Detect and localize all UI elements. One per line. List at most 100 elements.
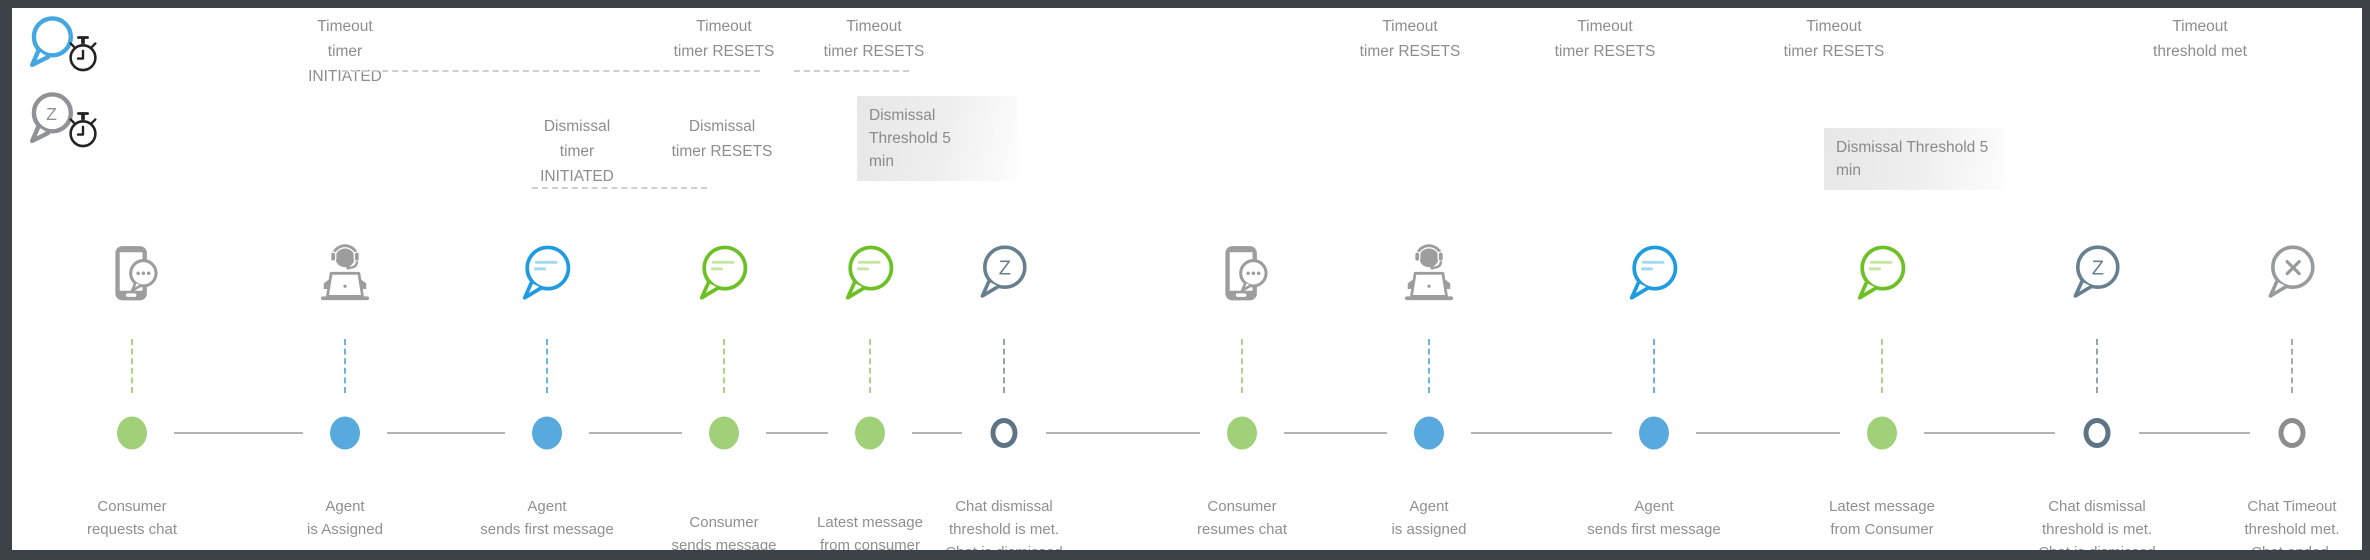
timeout-annotation-line: Timeout: [2172, 18, 2228, 35]
phone-chat-icon: [97, 240, 167, 315]
timeline-connector-line: [1696, 432, 1840, 434]
timeout-annotation: Timeout timer RESETS: [609, 14, 839, 64]
timeout-annotation-line: Timeout: [696, 18, 752, 35]
timeout-annotation-line: timer RESETS: [1359, 43, 1461, 60]
event-label-line: from Consumer: [1830, 521, 1934, 538]
event-label-line: requests chat: [86, 521, 178, 538]
timeout-annotation-line: INITIATED: [308, 68, 382, 85]
event-label-line: Chat Timeout: [2247, 498, 2337, 515]
timeline-connector-line: [1284, 432, 1387, 434]
event-label-line: Chat ended.: [2244, 541, 2339, 550]
agent-message-bubble-icon: [514, 240, 580, 311]
event-label: Latest message from Consumer: [1829, 495, 1935, 541]
event-label-line: Agent: [1634, 498, 1674, 515]
event-label-line: from consumer: [819, 537, 921, 550]
dismissal-z-bubble-icon: Z: [972, 240, 1036, 309]
consumer-message-bubble-icon: [1849, 240, 1915, 311]
timeline-dot-green: [855, 416, 885, 450]
timeline-connector-line: [1924, 432, 2055, 434]
event-drop-dashed-line: [1881, 339, 1883, 393]
event-label-line: Chat is dismissed: [2038, 541, 2156, 550]
timeline-dot-green: [1867, 416, 1897, 450]
timeline-connector-line: [912, 432, 962, 434]
dismissal-threshold-box: Dismissal Threshold 5 min: [857, 96, 1017, 181]
event-drop-dashed-line: [344, 339, 346, 393]
event-label: Agent sends first message: [1587, 495, 1720, 541]
event-label-line: Chat dismissal: [955, 498, 1053, 515]
timeline-dot-open-slate: [2083, 418, 2111, 448]
event-drop-dashed-line: [1428, 339, 1430, 393]
event-drop-dashed-line: [546, 339, 548, 393]
event-label-line: Consumer: [97, 498, 167, 515]
event-label-line: sends first message: [1587, 521, 1721, 538]
event-label-line: threshold is met.: [948, 521, 1060, 538]
dismissal-annotation-line: timer: [559, 143, 595, 160]
event-label-line: Chat dismissal: [2048, 498, 2146, 515]
event-label-line: sends first message: [480, 521, 614, 538]
event-label-line: threshold met.: [2244, 521, 2340, 538]
timeout-annotation-line: Timeout: [1806, 18, 1862, 35]
event-label-line: Agent: [325, 498, 365, 515]
timeout-timer-legend: [26, 14, 118, 90]
event-label: Agent sends first message: [480, 495, 613, 541]
event-label: Consumer requests chat: [87, 495, 177, 541]
timeout-annotation-line: timer: [327, 43, 363, 60]
event-drop-dashed-line: [1241, 339, 1243, 393]
timeout-annotation: Timeout threshold met: [2085, 14, 2315, 64]
event-label-line: Latest message: [1829, 498, 1935, 515]
svg-text:Z: Z: [999, 257, 1011, 279]
timeline-dot-green: [709, 416, 739, 450]
svg-text:Z: Z: [2092, 257, 2104, 279]
timeline-connector-line: [589, 432, 682, 434]
timeline-dot-open-gray: [2278, 418, 2306, 448]
event-drop-dashed-line: [1003, 339, 1005, 393]
event-label-line: Agent: [1409, 498, 1449, 515]
timeout-chat-bubble-icon: [26, 14, 84, 77]
timeout-annotation-line: timer RESETS: [823, 43, 925, 60]
event-label-line: sends message: [671, 537, 777, 550]
dismissal-annotation-line: Dismissal: [688, 118, 756, 135]
consumer-message-bubble-icon: [691, 240, 757, 311]
timeline-dot-blue: [532, 416, 562, 450]
event-label-line: Chat is dismissed: [945, 541, 1063, 550]
timeout-annotation-line: Timeout: [1382, 18, 1438, 35]
timeout-annotation: Timeout timer RESETS: [1295, 14, 1525, 64]
timeline-connector-line: [387, 432, 505, 434]
timeline-dot-blue: [330, 416, 360, 450]
timeline-connector-line: [766, 432, 828, 434]
event-drop-dashed-line: [131, 339, 133, 393]
timeout-annotation-line: timer RESETS: [673, 43, 775, 60]
event-label: Agent is Assigned: [307, 495, 383, 541]
timer-running-dashed-line: [794, 70, 909, 72]
timeout-annotation-line: threshold met: [2153, 43, 2247, 60]
agent-headset-icon: [1392, 240, 1466, 319]
stopwatch-icon: [61, 32, 105, 81]
timeout-annotation-line: Timeout: [317, 18, 373, 35]
dismissal-annotation-line: timer RESETS: [671, 143, 773, 160]
dismissal-threshold-box-line: min: [869, 153, 894, 170]
timeline-connector-line: [1471, 432, 1612, 434]
timer-running-dashed-line: [342, 70, 760, 72]
dismissal-z-bubble-icon: Z: [26, 90, 84, 153]
stopwatch-icon: [61, 108, 105, 157]
event-label-line: Agent: [527, 498, 567, 515]
timeline-connector-line: [1046, 432, 1200, 434]
timer-running-dashed-line: [532, 187, 707, 189]
event-drop-dashed-line: [2291, 339, 2293, 393]
dismissal-timer-legend: Z: [26, 90, 118, 166]
timeout-annotation-line: timer RESETS: [1783, 43, 1885, 60]
event-drop-dashed-line: [2096, 339, 2098, 393]
event-label-line: is Assigned: [307, 521, 383, 538]
dismissal-threshold-box-line: Dismissal Threshold 5: [869, 107, 951, 147]
dismissal-threshold-box-line: Dismissal Threshold 5 min: [1836, 139, 1989, 179]
